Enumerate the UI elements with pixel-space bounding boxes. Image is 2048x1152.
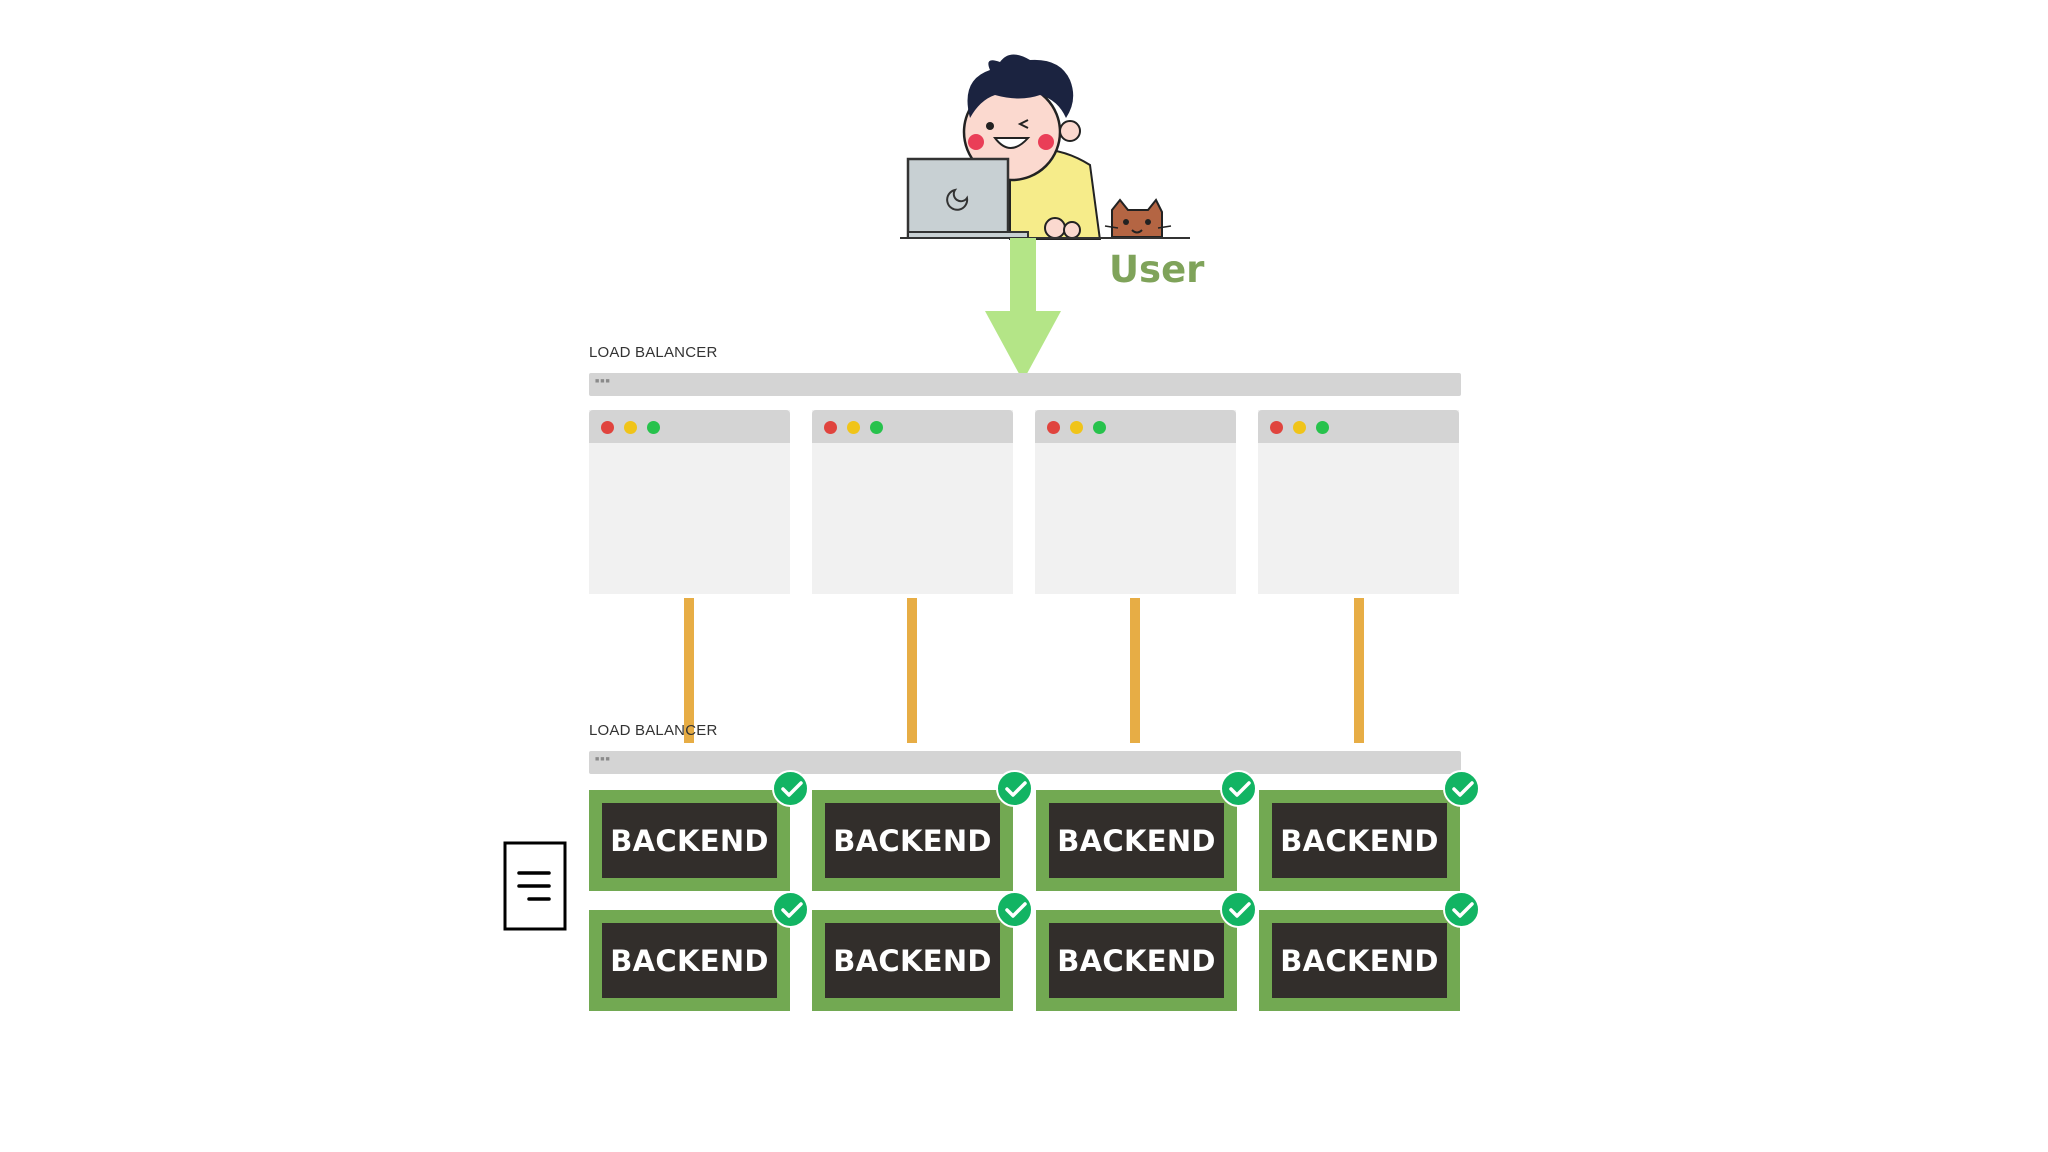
minimize-dot-icon bbox=[624, 421, 637, 434]
frontend-window bbox=[589, 410, 790, 594]
backend-label: BACKEND bbox=[833, 824, 992, 858]
maximize-dot-icon bbox=[1093, 421, 1106, 434]
backend-server: BACKEND bbox=[1036, 910, 1237, 1011]
load-balancer-bar: ■■■ bbox=[589, 373, 1461, 396]
healthy-check-icon bbox=[996, 770, 1033, 807]
healthy-check-icon bbox=[772, 891, 809, 928]
close-dot-icon bbox=[1270, 421, 1283, 434]
healthy-check-icon bbox=[772, 770, 809, 807]
load-balancer-label: LOAD BALANCER bbox=[589, 722, 717, 739]
healthy-check-icon bbox=[1443, 770, 1480, 807]
healthy-check-icon bbox=[996, 891, 1033, 928]
window-dots-icon: ■■■ bbox=[595, 756, 611, 763]
maximize-dot-icon bbox=[870, 421, 883, 434]
healthy-check-icon bbox=[1220, 770, 1257, 807]
minimize-dot-icon bbox=[1293, 421, 1306, 434]
backend-server: BACKEND bbox=[1036, 790, 1237, 891]
healthy-check-icon bbox=[1443, 891, 1480, 928]
window-titlebar bbox=[1258, 410, 1459, 443]
backend-server: BACKEND bbox=[1259, 910, 1460, 1011]
connector-line bbox=[907, 598, 917, 743]
backend-server: BACKEND bbox=[589, 790, 790, 891]
minimize-dot-icon bbox=[847, 421, 860, 434]
minimize-dot-icon bbox=[1070, 421, 1083, 434]
backend-label: BACKEND bbox=[833, 944, 992, 978]
backend-server: BACKEND bbox=[589, 910, 790, 1011]
connector-line bbox=[1130, 598, 1140, 743]
connector-line bbox=[1354, 598, 1364, 743]
frontend-window bbox=[812, 410, 1013, 594]
load-balancer-bar: ■■■ bbox=[589, 751, 1461, 774]
backend-server: BACKEND bbox=[812, 790, 1013, 891]
document-icon bbox=[503, 841, 567, 931]
window-dots-icon: ■■■ bbox=[595, 378, 611, 385]
close-dot-icon bbox=[824, 421, 837, 434]
backend-label: BACKEND bbox=[1280, 824, 1439, 858]
backend-server: BACKEND bbox=[1259, 790, 1460, 891]
user-illustration bbox=[900, 40, 1200, 240]
maximize-dot-icon bbox=[1316, 421, 1329, 434]
close-dot-icon bbox=[601, 421, 614, 434]
window-titlebar bbox=[589, 410, 790, 443]
request-arrow-shaft bbox=[1010, 238, 1036, 316]
load-balancer-label: LOAD BALANCER bbox=[589, 344, 717, 361]
backend-label: BACKEND bbox=[610, 944, 769, 978]
backend-label: BACKEND bbox=[610, 824, 769, 858]
frontend-window bbox=[1258, 410, 1459, 594]
backend-server: BACKEND bbox=[812, 910, 1013, 1011]
request-arrow-head bbox=[985, 311, 1061, 381]
maximize-dot-icon bbox=[647, 421, 660, 434]
user-label: User bbox=[1109, 248, 1204, 291]
backend-label: BACKEND bbox=[1280, 944, 1439, 978]
frontend-window bbox=[1035, 410, 1236, 594]
close-dot-icon bbox=[1047, 421, 1060, 434]
healthy-check-icon bbox=[1220, 891, 1257, 928]
window-titlebar bbox=[1035, 410, 1236, 443]
backend-label: BACKEND bbox=[1057, 824, 1216, 858]
window-titlebar bbox=[812, 410, 1013, 443]
backend-label: BACKEND bbox=[1057, 944, 1216, 978]
